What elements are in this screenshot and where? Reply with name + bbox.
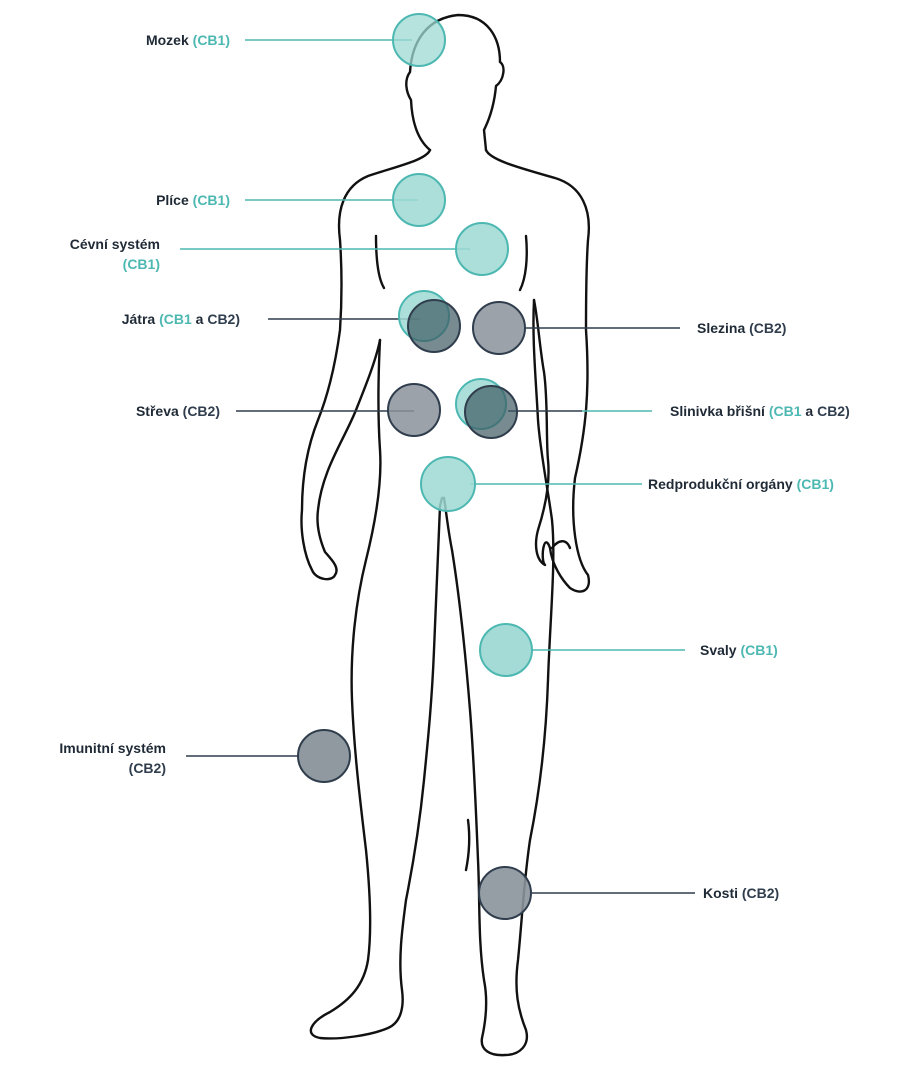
marker-brain-cb1 (392, 13, 446, 67)
marker-muscles-cb1 (479, 623, 533, 677)
label-streva-name: Střeva (135, 403, 179, 419)
label-cevni-name: Cévní systém (69, 236, 160, 252)
marker-spleen-cb2 (472, 301, 526, 355)
label-plice-receptor: (CB1) (192, 192, 230, 208)
label-slinivka-name: Slinivka břišní (670, 403, 765, 419)
label-repro-name: Redprodukční orgány (648, 476, 793, 492)
label-slinivka-conj: a (805, 403, 814, 419)
label-jatra-name: Játra (121, 311, 156, 327)
label-slezina: Slezina (CB2) (697, 318, 786, 338)
label-mozek: Mozek (CB1) (80, 30, 230, 50)
label-kosti: Kosti (CB2) (703, 883, 779, 903)
marker-bones-cb2 (478, 866, 532, 920)
label-slinivka: Slinivka břišní (CB1 a CB2) (670, 401, 850, 421)
label-slinivka-cb2: CB2) (817, 403, 850, 419)
marker-reproductive-cb1 (420, 456, 476, 512)
marker-immune-cb2 (297, 729, 351, 783)
label-streva: Střeva (CB2) (60, 401, 220, 421)
marker-pancreas-cb2 (464, 385, 518, 439)
label-slezina-name: Slezina (697, 320, 746, 336)
label-imunitni: Imunitní systém (CB2) (10, 738, 166, 778)
label-repro-receptor: (CB1) (796, 476, 834, 492)
body-outline (300, 13, 591, 1057)
label-mozek-name: Mozek (145, 32, 189, 48)
leader-lines (180, 39, 695, 894)
markers (297, 13, 533, 920)
marker-vascular-cb1 (455, 222, 509, 276)
label-slinivka-cb1: (CB1 (768, 403, 802, 419)
label-jatra-cb1: (CB1 (159, 311, 192, 327)
label-cevni-receptor: (CB1) (122, 256, 160, 272)
label-streva-receptor: (CB2) (182, 403, 220, 419)
label-repro: Redprodukční orgány (CB1) (648, 474, 834, 494)
marker-liver-cb2 (407, 299, 461, 353)
label-slezina-receptor: (CB2) (749, 320, 787, 336)
label-kosti-name: Kosti (703, 885, 738, 901)
label-jatra: Játra (CB1 a CB2) (40, 309, 240, 329)
label-jatra-cb2: CB2) (207, 311, 240, 327)
label-svaly: Svaly (CB1) (700, 640, 778, 660)
label-plice-name: Plíce (156, 192, 189, 208)
label-cevni: Cévní systém (CB1) (20, 234, 160, 274)
label-plice: Plíce (CB1) (80, 190, 230, 210)
label-imunitni-receptor: (CB2) (128, 760, 166, 776)
label-svaly-receptor: (CB1) (740, 642, 778, 658)
marker-lungs-cb1 (392, 173, 446, 227)
label-svaly-name: Svaly (700, 642, 737, 658)
label-jatra-conj: a (195, 311, 204, 327)
label-kosti-receptor: (CB2) (741, 885, 780, 901)
label-mozek-receptor: (CB1) (192, 32, 230, 48)
label-imunitni-name: Imunitní systém (59, 740, 166, 756)
marker-intestines-cb2 (387, 383, 441, 437)
